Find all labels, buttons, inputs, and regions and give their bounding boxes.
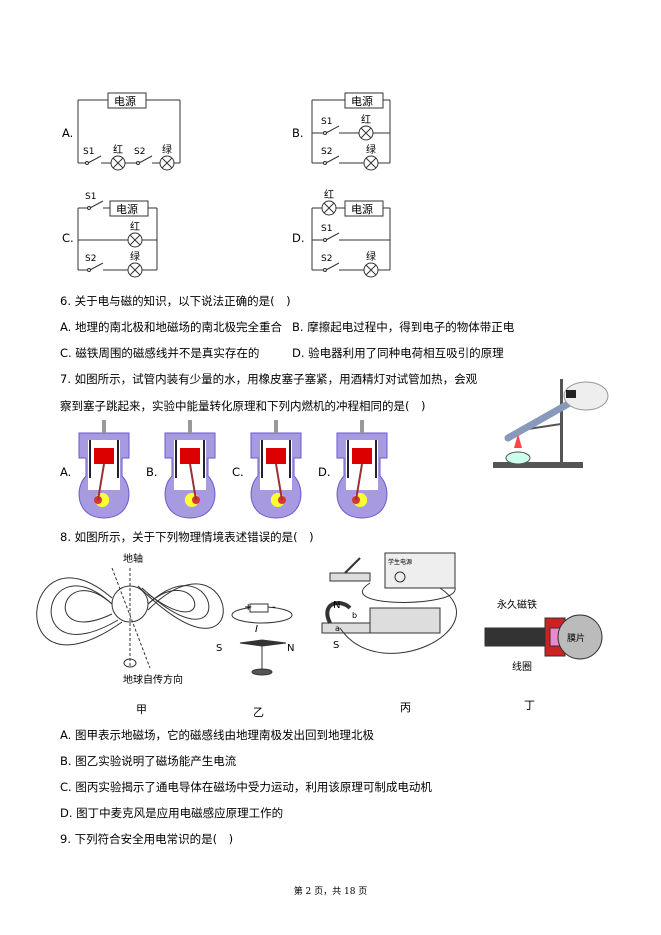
question-8-option-b: B. 图乙实验说明了磁场能产生电流 xyxy=(60,754,237,768)
question-6-option-a: A. 地理的南北极和地磁场的南北极完全重合 xyxy=(60,320,282,334)
rod-b-label: b xyxy=(352,611,357,620)
power-source-label: 电源 xyxy=(351,202,373,216)
switch-label: S2 xyxy=(321,254,332,264)
wire xyxy=(87,155,102,164)
wire xyxy=(325,232,340,241)
wire xyxy=(112,157,124,169)
wire xyxy=(325,155,340,164)
wire xyxy=(365,264,377,276)
circuit-option-b-label: B. xyxy=(292,126,304,140)
earth-rotation-label: 地球自传方向 xyxy=(123,673,183,686)
test-tube-apparatus xyxy=(493,379,609,468)
switch-label: S2 xyxy=(321,147,332,157)
question-8-option-c: C. 图丙实验揭示了通电导体在磁场中受力运动，利用该原理可制成电动机 xyxy=(60,780,432,794)
question-6-option-b: B. 摩擦起电过程中，得到电子的物体带正电 xyxy=(292,320,515,334)
current-label: I xyxy=(255,624,258,635)
question-7-stem-line2: 察到塞子跳起来，实验中能量转化原理和下列内燃机的冲程相同的是( ) xyxy=(60,399,426,413)
engine-stroke-diagram xyxy=(160,418,220,527)
engine-option-c-label: C. xyxy=(232,465,244,479)
wire xyxy=(161,157,173,169)
figure-bing-motor-experiment: 学生电源 N S b a 丙 xyxy=(321,552,457,714)
diaphragm-label: 膜片 xyxy=(567,632,585,644)
switch-label: S1 xyxy=(85,192,96,202)
wire xyxy=(129,234,141,246)
wire xyxy=(89,262,104,271)
magnet-n-label: N xyxy=(333,600,340,611)
question-8-option-d: D. 图丁中麦克风是应用电磁感应原理工作的 xyxy=(60,806,284,820)
figure-yi-caption: 乙 xyxy=(253,706,264,719)
earth-axis-label: 地轴 xyxy=(123,552,143,565)
switch-label: S1 xyxy=(321,224,332,234)
power-source-label: 电源 xyxy=(116,202,138,216)
switch-label: S1 xyxy=(321,117,332,127)
wire xyxy=(365,157,377,169)
switch-label: S2 xyxy=(134,147,145,157)
wire xyxy=(323,202,335,214)
wire xyxy=(138,155,153,164)
figure-bing-caption: 丙 xyxy=(400,701,411,714)
circuit-option-c-label: C. xyxy=(62,231,74,245)
engine-strokes-row xyxy=(60,418,388,523)
figure-jia-caption: 甲 xyxy=(136,703,147,716)
magnet-s-label: S xyxy=(333,640,339,651)
engine-option-d-label: D. xyxy=(318,465,331,479)
wire xyxy=(129,264,141,276)
question-9-stem: 9. 下列符合安全用电常识的是( ) xyxy=(60,832,234,846)
permanent-magnet-label: 永久磁铁 xyxy=(497,598,537,611)
lamp-label: 红 xyxy=(130,220,140,233)
lamp-label: 红 xyxy=(361,113,371,126)
power-source-label: 电源 xyxy=(351,94,373,108)
lamp-label: 绿 xyxy=(366,250,376,263)
wire xyxy=(89,200,104,209)
coil-label: 线圈 xyxy=(512,660,532,673)
page-footer: 第 2 页，共 18 页 xyxy=(293,887,368,897)
power-source-label: 电源 xyxy=(114,94,136,108)
figure-jia-earth-magnetic-field: 地轴 地球自传方向 甲 xyxy=(36,552,224,716)
needle-n-label: N xyxy=(287,643,294,654)
wire xyxy=(360,127,372,139)
switch-label: S2 xyxy=(85,254,96,264)
engine-option-a-label: A. xyxy=(60,465,72,479)
engine-option-b-label: B. xyxy=(146,465,158,479)
engine-stroke-diagram xyxy=(246,418,306,527)
question-6-stem: 6. 关于电与磁的知识，以下说法正确的是( ) xyxy=(60,294,291,308)
figure-ding-caption: 丁 xyxy=(524,699,535,712)
battery-minus-label: - xyxy=(272,602,276,613)
needle-s-label: S xyxy=(216,643,222,654)
question-8-stem: 8. 如图所示，关于下列物理情境表述错误的是( ) xyxy=(60,530,314,544)
power-supply-label: 学生电源 xyxy=(388,558,412,566)
engine-stroke-diagram xyxy=(74,418,134,527)
lamp-label: 红 xyxy=(113,143,123,156)
question-8-figures: 地轴 地球自传方向 甲 + - I S N 乙 学生电源 xyxy=(36,552,603,719)
question-7-stem-line1: 7. 如图所示，试管内装有少量的水，用橡皮塞子塞紧，用酒精灯对试管加热，会观 xyxy=(60,372,478,386)
wire xyxy=(325,125,340,134)
wire xyxy=(325,262,340,271)
engine-stroke-diagram xyxy=(332,418,392,527)
question-8-option-a: A. 图甲表示地磁场，它的磁感线由地理南极发出回到地理北极 xyxy=(60,728,374,742)
rod-a-label: a xyxy=(335,624,340,633)
switch-label: S1 xyxy=(83,147,94,157)
lamp-label: 绿 xyxy=(366,143,376,156)
lamp-label: 红 xyxy=(324,188,334,201)
circuit-option-d-label: D. xyxy=(292,231,305,245)
lamp-label: 绿 xyxy=(162,143,172,156)
question-6-option-d: D. 验电器利用了同种电荷相互吸引的原理 xyxy=(292,346,504,360)
figure-ding-microphone: 膜片 永久磁铁 线圈 丁 xyxy=(484,598,603,712)
question-6-option-c: C. 磁铁周围的磁感线并不是真实存在的 xyxy=(60,346,260,360)
figure-yi-oersted-experiment: + - I S N 乙 xyxy=(216,602,294,719)
battery-plus-label: + xyxy=(244,602,252,613)
lamp-label: 绿 xyxy=(130,250,140,263)
circuit-option-a-label: A. xyxy=(62,126,74,140)
